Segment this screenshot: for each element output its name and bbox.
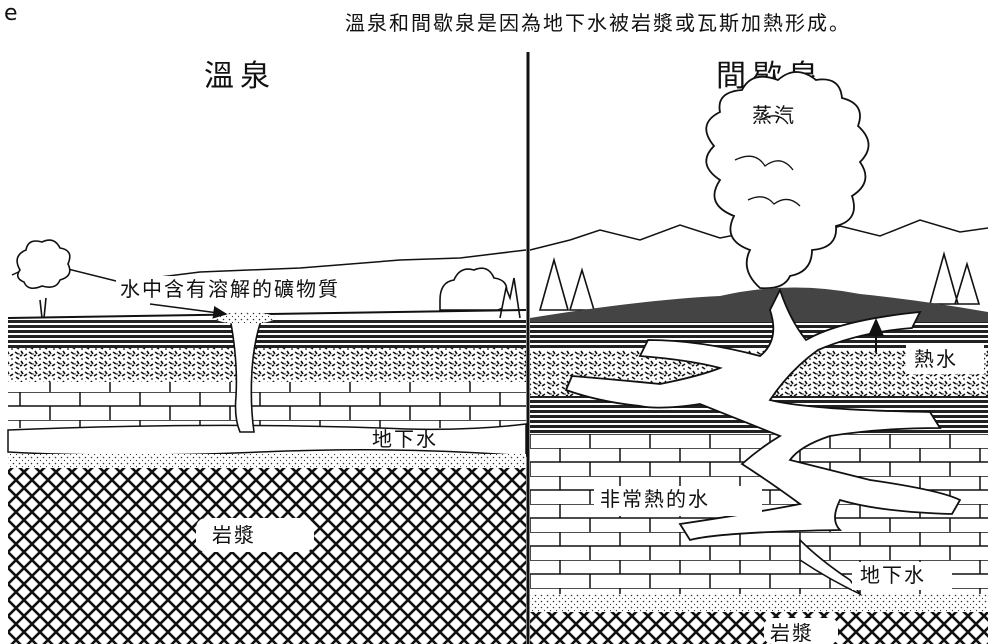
hot-water-label: 熱水 (914, 347, 958, 371)
pine-tree-icon (538, 251, 981, 311)
geyser-panel: 間歇泉 蒸汽 熱水 非常熱的水 地下水 岩漿 (529, 59, 988, 644)
geyser-magma-layer (530, 612, 988, 644)
very-hot-water-label: 非常熱的水 (600, 487, 710, 511)
groundwater-band (7, 423, 527, 457)
mineral-label: 水中含有溶解的礦物質 (120, 277, 340, 301)
sand-layer (8, 454, 526, 468)
hot-spring-panel: 溫泉 水中含有溶解的礦物質 地下水 岩 (7, 59, 527, 644)
geyser-water-channels (564, 287, 962, 542)
magma-layer (8, 468, 526, 644)
mineral-deposit (215, 312, 275, 324)
geyser-hill (530, 287, 988, 322)
hot-spring-magma-label: 岩漿 (212, 523, 256, 547)
tree-icon (16, 239, 71, 319)
gravel-layer (8, 348, 526, 382)
bush-icon (439, 267, 521, 319)
corner-glyph: e (4, 1, 18, 26)
dark-rock-layer (8, 320, 526, 348)
hot-spring-groundwater-label: 地下水 (372, 427, 438, 451)
hot-spring-title: 溫泉 (204, 59, 276, 94)
geyser-groundwater-label: 地下水 (860, 563, 926, 587)
geyser-sand-layer (530, 594, 988, 612)
geyser-magma-label: 岩漿 (770, 621, 814, 644)
steam-label: 蒸汽 (752, 103, 796, 127)
diagram-caption: 溫泉和間歇泉是因為地下水被岩漿或瓦斯加熱形成。 (345, 11, 851, 35)
hot-spring-vent (229, 317, 264, 433)
steam-cloud (705, 71, 870, 290)
limestone-layer (8, 382, 526, 428)
mineral-arrow (149, 303, 228, 319)
